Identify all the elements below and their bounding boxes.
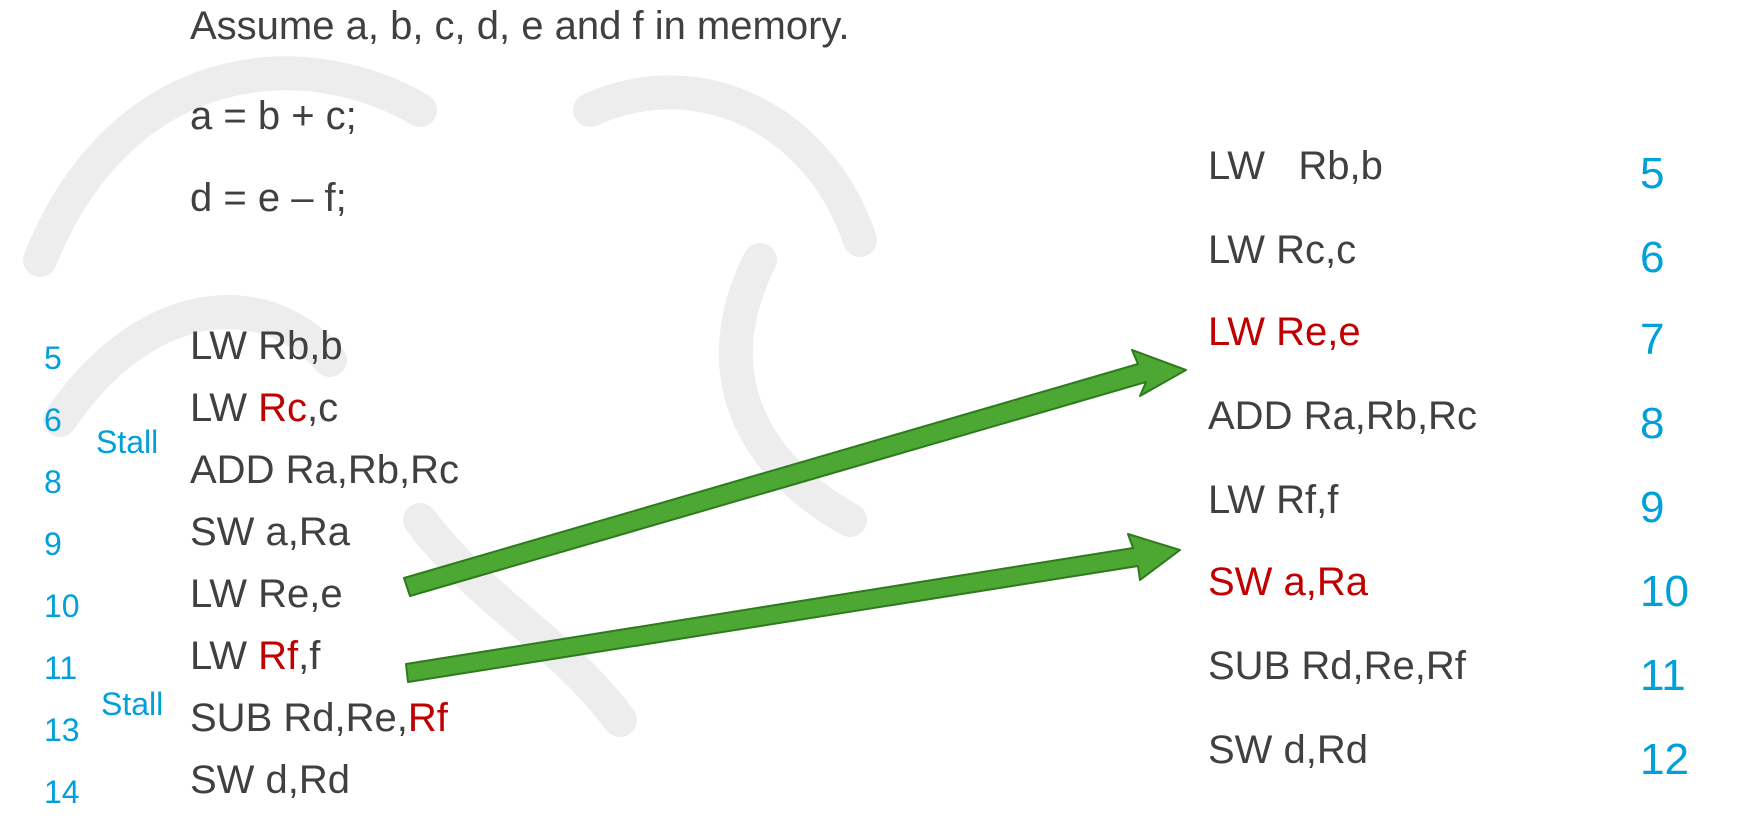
stall-label-1: Stall	[96, 424, 159, 460]
orig-instr-1: LW Rb,b	[190, 324, 343, 368]
orig-cycle-6: 11	[44, 650, 78, 686]
reord-instr-5: LW Rf,f	[1208, 478, 1339, 522]
reord-cycle-1: 5	[1640, 149, 1665, 198]
reord-instr-2: LW Rc,c	[1208, 228, 1357, 272]
orig-cycle-3: 8	[44, 464, 62, 500]
orig-cycle-4: 9	[44, 526, 62, 562]
reord-cycle-8: 12	[1640, 735, 1689, 784]
orig-cycle-8: 14	[44, 774, 80, 810]
orig-instr-5: LW Re,e	[190, 572, 343, 616]
reord-instr-6: SW a,Ra	[1208, 560, 1369, 604]
reord-cycle-2: 6	[1640, 233, 1665, 282]
reord-instr-8: SW d,Rd	[1208, 728, 1369, 772]
orig-instr-3: ADD Ra,Rb,Rc	[190, 448, 459, 492]
reord-cycle-3: 7	[1640, 315, 1665, 364]
statement-a: a = b + c;	[190, 94, 357, 138]
stall-label-2: Stall	[101, 686, 164, 722]
orig-instr-8: SW d,Rd	[190, 758, 351, 802]
reord-cycle-7: 11	[1640, 651, 1686, 700]
orig-instr-2: LW Rc,c	[190, 386, 339, 430]
orig-cycle-7: 13	[44, 712, 80, 748]
orig-instr-7: SUB Rd,Re,Rf	[190, 696, 448, 740]
arrow-move-lw-rf	[405, 533, 1181, 683]
orig-cycle-5: 10	[44, 588, 80, 624]
orig-cycle-2: 6	[44, 402, 62, 438]
reord-instr-7: SUB Rd,Re,Rf	[1208, 644, 1466, 688]
reord-cycle-6: 10	[1640, 567, 1689, 616]
statement-d: d = e – f;	[190, 176, 347, 220]
reord-instr-1: LW Rb,b	[1208, 144, 1383, 188]
reord-instr-3: LW Re,e	[1208, 310, 1361, 354]
reord-cycle-4: 8	[1640, 399, 1665, 448]
orig-instr-6: LW Rf,f	[190, 634, 321, 678]
reord-instr-4: ADD Ra,Rb,Rc	[1208, 394, 1477, 438]
arrow-move-lw-re	[403, 349, 1187, 597]
assumption-text: Assume a, b, c, d, e and f in memory.	[190, 4, 850, 48]
orig-cycle-1: 5	[44, 340, 62, 376]
reord-cycle-5: 9	[1640, 483, 1665, 532]
orig-instr-4: SW a,Ra	[190, 510, 351, 554]
